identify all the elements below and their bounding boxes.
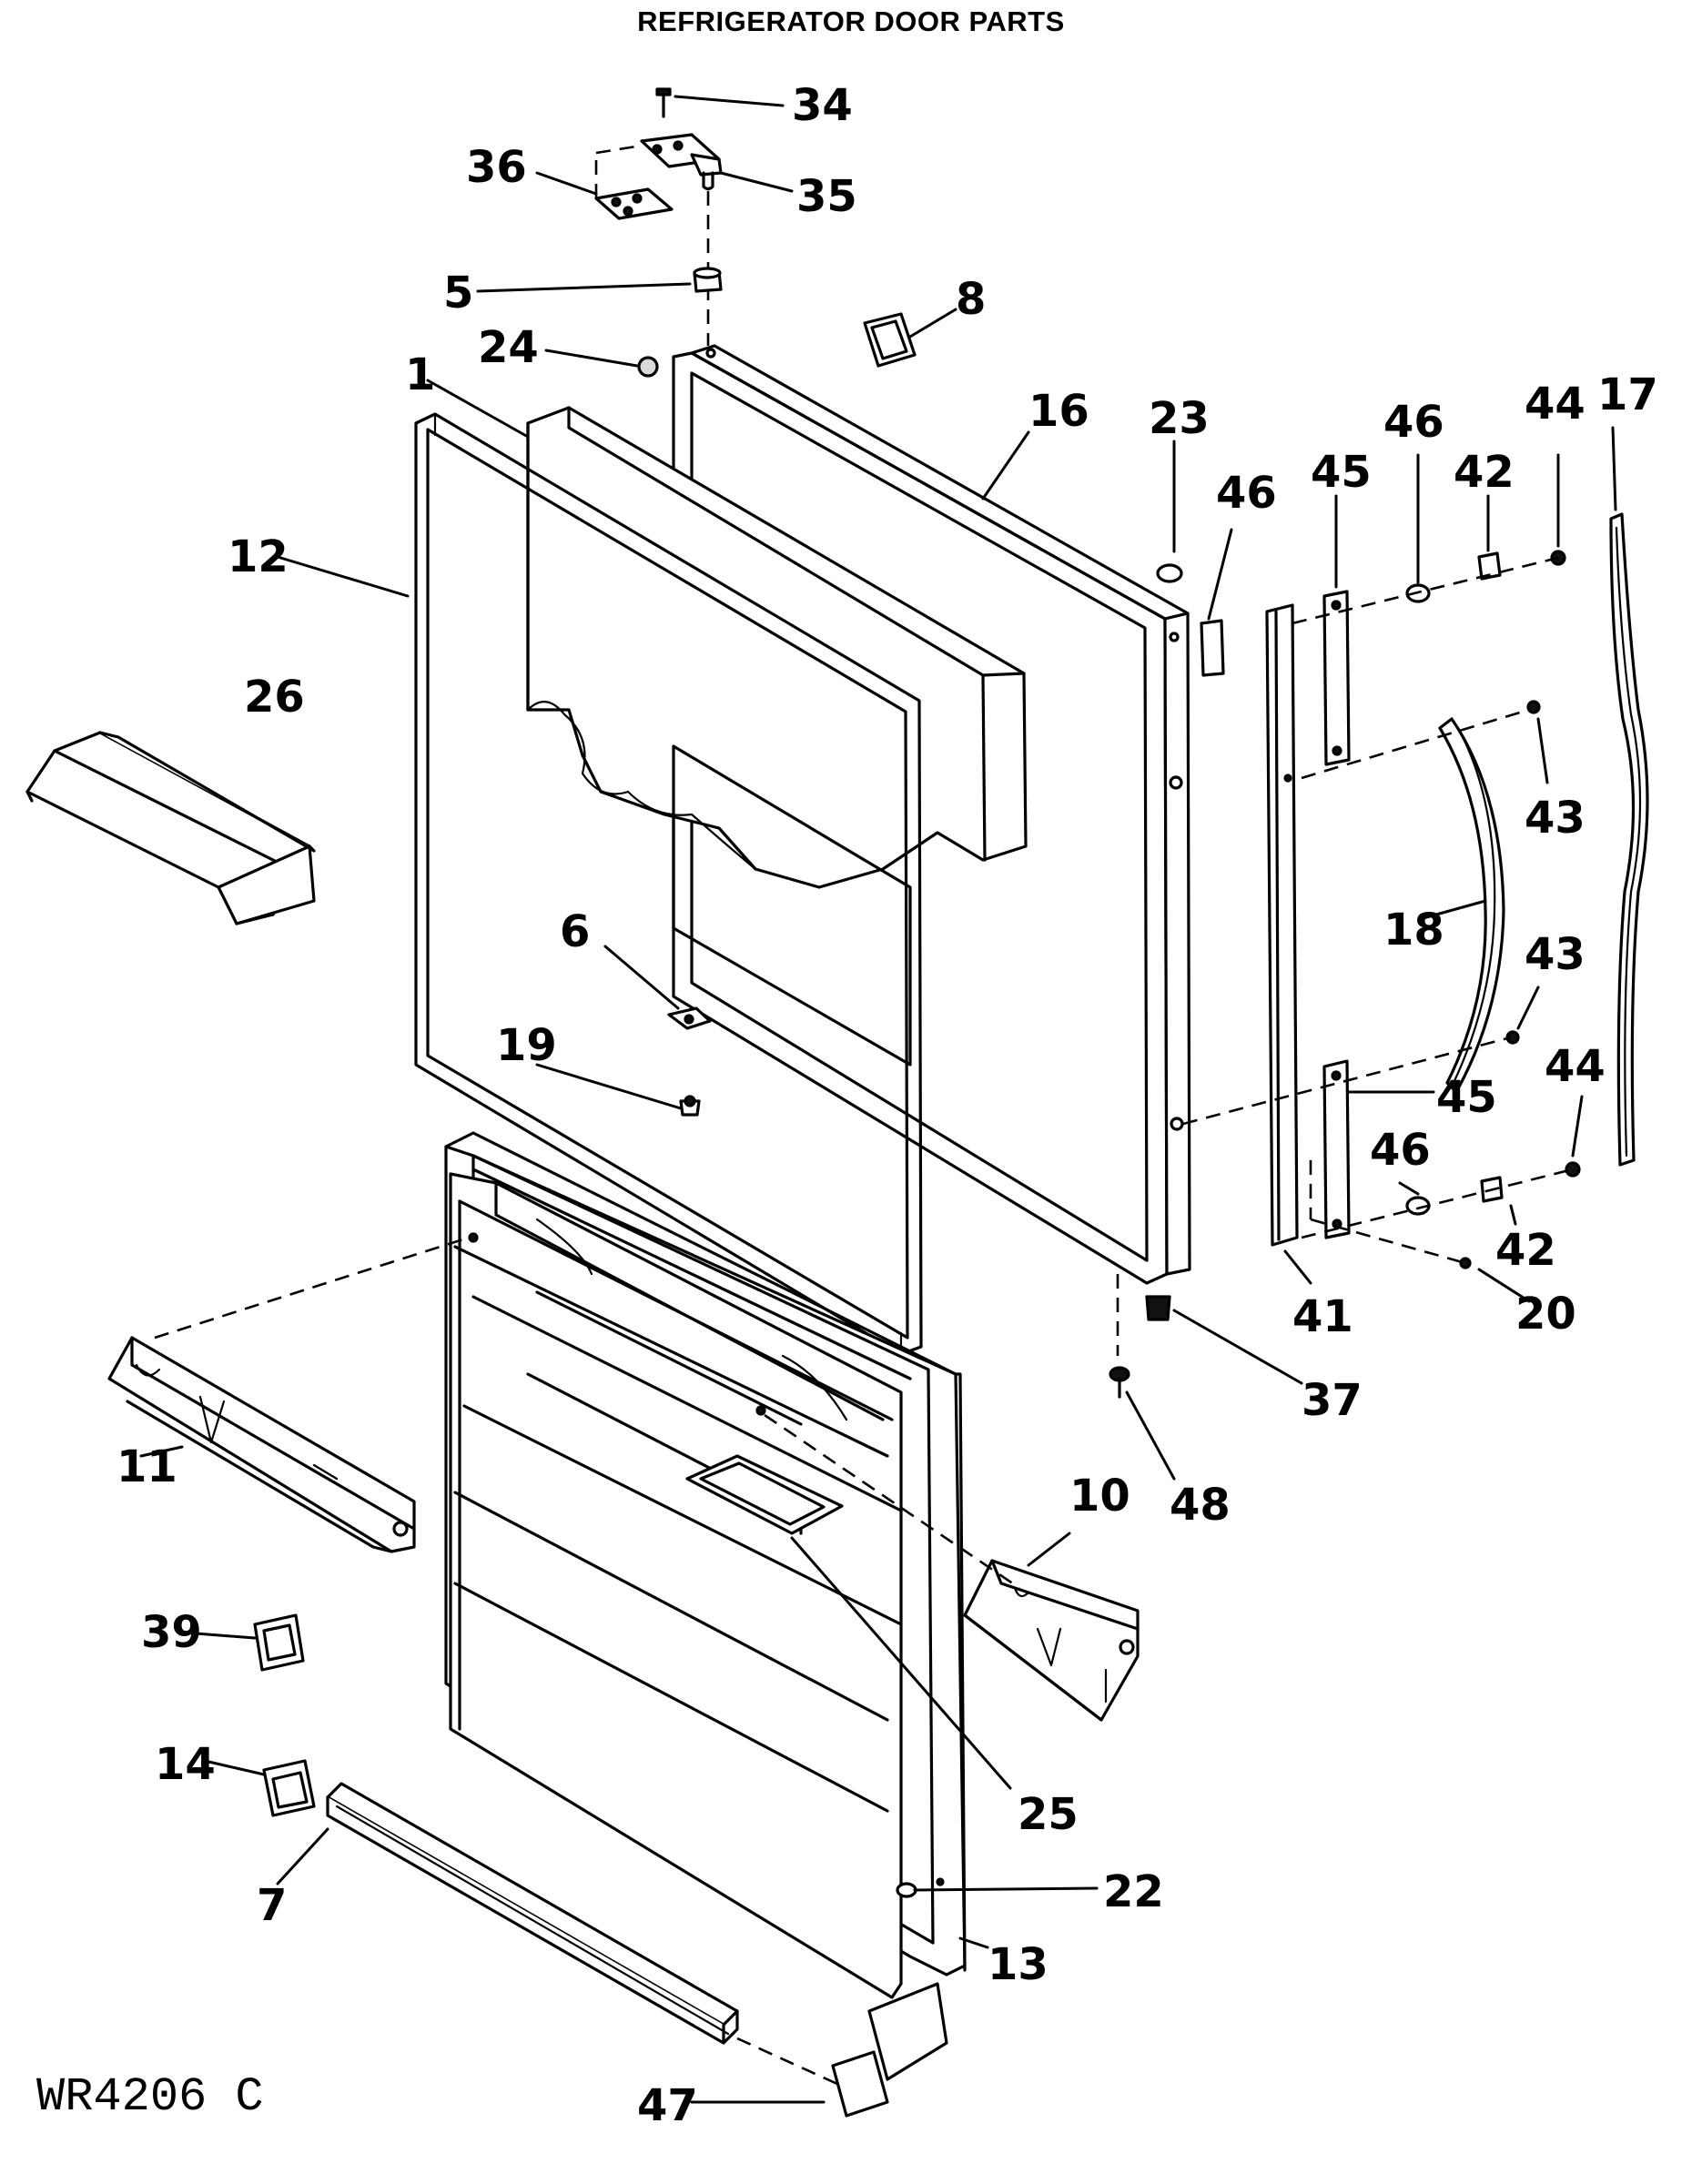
clip-42a bbox=[1477, 551, 1502, 581]
callout-6: 6 bbox=[560, 906, 590, 957]
callout-44a: 44 bbox=[1525, 379, 1585, 430]
callout-45a: 45 bbox=[1311, 447, 1372, 498]
plug-24 bbox=[637, 356, 659, 378]
callout-17: 17 bbox=[1597, 369, 1658, 420]
hinge-screw bbox=[655, 87, 672, 118]
callout-36: 36 bbox=[466, 142, 527, 193]
screw-48 bbox=[1109, 1366, 1130, 1399]
callout-19: 19 bbox=[496, 1020, 557, 1071]
latch-14 bbox=[262, 1759, 316, 1817]
callout-13: 13 bbox=[988, 1939, 1049, 1990]
callout-47: 47 bbox=[637, 2080, 698, 2131]
handle-mount-bottom bbox=[1322, 1059, 1351, 1239]
callout-43b: 43 bbox=[1525, 929, 1585, 980]
callout-46c: 46 bbox=[1370, 1125, 1431, 1176]
door-screw-19 bbox=[679, 1095, 701, 1117]
hinge-shim bbox=[594, 144, 674, 220]
callout-24: 24 bbox=[478, 322, 539, 373]
callout-16: 16 bbox=[1028, 386, 1089, 437]
callout-12: 12 bbox=[228, 531, 289, 582]
top-hinge bbox=[640, 133, 723, 191]
spacer-46a bbox=[1200, 619, 1225, 677]
callout-23: 23 bbox=[1149, 393, 1210, 444]
callout-34: 34 bbox=[792, 80, 853, 131]
diagram-code: WR4206 C bbox=[36, 2070, 264, 2124]
callout-37: 37 bbox=[1302, 1375, 1363, 1426]
page-title: REFRIGERATOR DOOR PARTS bbox=[637, 5, 1065, 37]
callout-48: 48 bbox=[1170, 1480, 1231, 1531]
callout-11: 11 bbox=[117, 1441, 177, 1492]
trim-7 bbox=[326, 1782, 739, 2045]
callout-5: 5 bbox=[443, 268, 473, 318]
callout-46b: 46 bbox=[1383, 397, 1444, 448]
callout-42a: 42 bbox=[1454, 447, 1515, 498]
callout-10: 10 bbox=[1069, 1471, 1130, 1522]
door-stop bbox=[667, 1006, 712, 1030]
butter-tray-25 bbox=[685, 1454, 844, 1535]
screw-43a bbox=[1526, 700, 1541, 714]
handle-trim-41 bbox=[1265, 603, 1299, 1247]
door-liner bbox=[526, 406, 1028, 1067]
hinge-bushing bbox=[693, 267, 723, 293]
gasket-corner-8 bbox=[863, 312, 917, 368]
callout-43a: 43 bbox=[1525, 793, 1585, 844]
callout-20: 20 bbox=[1515, 1289, 1576, 1340]
callout-42b: 42 bbox=[1495, 1225, 1556, 1276]
callout-35: 35 bbox=[796, 171, 857, 222]
door-shelf-11 bbox=[107, 1336, 416, 1553]
callout-41: 41 bbox=[1292, 1291, 1353, 1342]
callout-22: 22 bbox=[1103, 1866, 1164, 1917]
callout-39: 39 bbox=[141, 1607, 202, 1658]
callout-46a: 46 bbox=[1216, 468, 1277, 519]
callout-18: 18 bbox=[1383, 905, 1444, 956]
cover-47 bbox=[831, 1982, 948, 2118]
screw-44b bbox=[1565, 1161, 1581, 1178]
callout-25: 25 bbox=[1018, 1789, 1079, 1840]
hinge-bushing-37 bbox=[1145, 1295, 1171, 1321]
door-shelf-10 bbox=[963, 1559, 1140, 1722]
screw-20 bbox=[1459, 1257, 1472, 1269]
door-handle-18 bbox=[1438, 717, 1505, 1094]
callout-44b: 44 bbox=[1545, 1041, 1606, 1092]
callout-45b: 45 bbox=[1436, 1072, 1497, 1123]
latch-39 bbox=[253, 1613, 305, 1672]
shelf-26 bbox=[25, 731, 316, 925]
handle-mount-top bbox=[1322, 590, 1351, 766]
callout-8: 8 bbox=[956, 274, 986, 325]
callout-7: 7 bbox=[257, 1880, 287, 1931]
callout-26: 26 bbox=[244, 672, 305, 723]
callout-14: 14 bbox=[155, 1739, 216, 1790]
door-handle-17 bbox=[1609, 512, 1649, 1167]
plug-23 bbox=[1156, 563, 1183, 583]
callout-1: 1 bbox=[405, 349, 435, 400]
